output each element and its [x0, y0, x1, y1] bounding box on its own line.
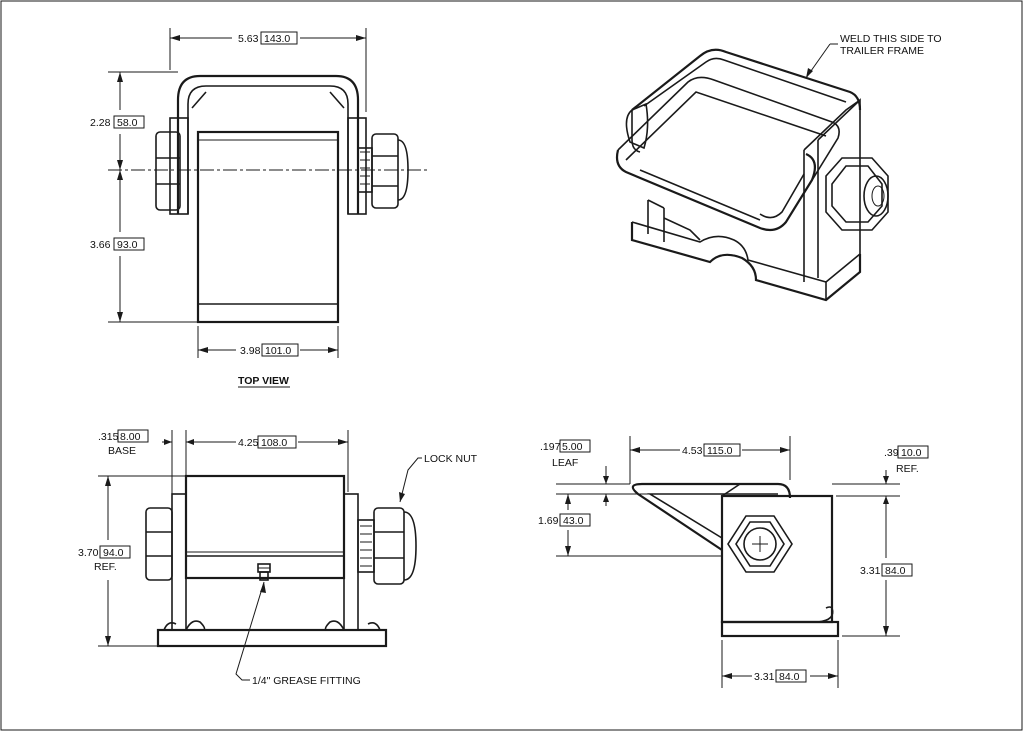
dim-side-axle: 1.69 — [538, 515, 559, 527]
front-view-lock-nut — [357, 507, 417, 585]
front-view-bolt-head — [145, 507, 173, 581]
dim-side-ref: .39 — [884, 447, 899, 459]
side-view-lock-nut — [727, 515, 793, 573]
dim-side-length-mm: 115.0 — [707, 445, 733, 457]
dim-side-leaf-label: LEAF — [552, 457, 578, 469]
dim-side-ref-mm: 10.0 — [901, 447, 922, 459]
dim-side-leaf-mm: 5.00 — [562, 441, 583, 453]
dim-top-width: 5.63 — [238, 33, 259, 45]
front-view: .315 8.00 BASE 4.25 108.0 3.70 94.0 REF.… — [78, 429, 478, 687]
grease-fitting — [257, 563, 271, 581]
dim-front-height-ref: REF. — [94, 561, 117, 573]
top-view-u-bracket — [176, 74, 360, 214]
top-view-bolt-head — [155, 131, 181, 211]
iso-u-bracket — [631, 48, 862, 111]
dim-top-rear: 3.66 — [90, 239, 111, 251]
dim-side-base: 3.31 — [754, 671, 775, 683]
dim-side-axle-mm: 43.0 — [563, 515, 584, 527]
dim-front-height: 3.70 — [78, 547, 99, 559]
dim-top-front: 2.28 — [90, 117, 111, 129]
iso-lock-nut — [825, 157, 889, 231]
dim-side-base-mm: 84.0 — [779, 671, 800, 683]
front-view-base — [156, 628, 388, 648]
side-view: .197 5.00 LEAF 4.53 115.0 .39 10.0 REF. … — [538, 436, 929, 688]
callout-grease-fitting: 1/4" GREASE FITTING — [252, 675, 361, 687]
dim-top-rear-mm: 93.0 — [117, 239, 138, 251]
top-view-lock-nut — [357, 133, 409, 209]
callout-lock-nut: LOCK NUT — [424, 453, 478, 465]
dim-top-leaf: 3.98 — [240, 345, 261, 357]
dim-side-height-mm: 84.0 — [885, 565, 906, 577]
dim-side-length: 4.53 — [682, 445, 703, 457]
dim-front-width: 4.25 — [238, 437, 259, 449]
top-view: 5.63 143.0 2.28 58.0 3.66 93.0 3.98 101.… — [90, 28, 430, 388]
dim-front-height-mm: 94.0 — [103, 547, 124, 559]
dim-front-width-mm: 108.0 — [261, 437, 287, 449]
iso-note-line1: WELD THIS SIDE TO — [840, 33, 942, 45]
dim-top-leaf-mm: 101.0 — [265, 345, 291, 357]
isometric-view: WELD THIS SIDE TO TRAILER FRAME — [615, 33, 942, 302]
side-view-leaf — [631, 482, 792, 551]
iso-note-line2: TRAILER FRAME — [840, 45, 924, 57]
dim-top-front-mm: 58.0 — [117, 117, 138, 129]
dim-top-width-mm: 143.0 — [264, 33, 290, 45]
iso-base-plate — [630, 222, 862, 302]
dim-front-base-label: BASE — [108, 445, 136, 457]
dim-side-ref-label: REF. — [896, 463, 919, 475]
iso-leaf — [615, 149, 817, 232]
dim-front-base: .315 — [98, 431, 119, 443]
dim-side-height: 3.31 — [860, 565, 881, 577]
top-view-leaf — [196, 130, 340, 324]
top-view-title: TOP VIEW — [238, 375, 289, 387]
dim-side-leaf: .197 — [540, 441, 561, 453]
front-view-leaf — [184, 474, 346, 580]
dim-front-base-mm: 8.00 — [120, 431, 141, 443]
